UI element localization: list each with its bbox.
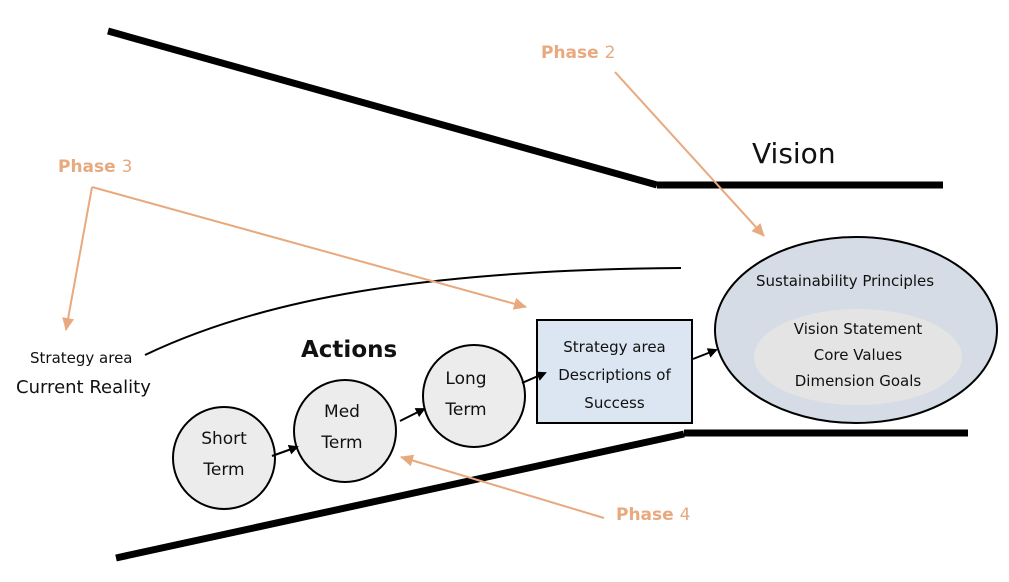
actions-title: Actions: [301, 337, 398, 363]
success-box-line2: Descriptions of: [558, 366, 671, 384]
vision-inner-ellipse: [754, 309, 962, 405]
arrow-med-to-long: [399, 408, 426, 422]
phase4-number: 4: [679, 505, 691, 525]
long-term-circle: [422, 344, 526, 448]
med-term-label: Med Term: [302, 397, 382, 459]
funnel-bottom-line: [115, 430, 685, 562]
med-term-circle: [293, 379, 397, 483]
phase3-number: 3: [121, 157, 133, 177]
short-term-line1: Short: [201, 429, 247, 449]
current-reality-label-line2: Current Reality: [16, 377, 151, 398]
success-box: [536, 319, 693, 424]
phase4-label: Phase 4: [616, 505, 690, 525]
long-term-line1: Long: [445, 369, 487, 389]
success-box-text: Strategy area Descriptions of Success: [537, 333, 692, 417]
vision-inner-text: Vision Statement Core Values Dimension G…: [758, 316, 958, 394]
current-reality-curve: [144, 267, 682, 356]
phase3-arrow-to-current: [62, 186, 93, 331]
arrow-short-to-med: [271, 445, 299, 457]
phase4-arrow: [400, 454, 605, 519]
phase3-label: Phase 3: [58, 157, 132, 177]
short-term-circle: [172, 406, 276, 510]
current-reality-label-line1: Strategy area: [30, 349, 133, 367]
vision-title: Vision: [752, 137, 836, 170]
core-values-label: Core Values: [813, 346, 903, 364]
success-box-line1: Strategy area: [563, 338, 666, 356]
sustainability-principles-label: Sustainability Principles: [756, 272, 935, 290]
arrow-box-to-vision: [692, 348, 718, 360]
short-term-line2: Term: [203, 460, 245, 480]
phase2-arrow: [614, 71, 765, 237]
arrow-long-to-box: [521, 371, 547, 384]
phase2-label: Phase 2: [541, 43, 615, 63]
phase3-arrow-to-success: [91, 186, 527, 310]
short-term-label: Short Term: [184, 424, 264, 486]
phase4-word: Phase: [616, 505, 674, 525]
med-term-line2: Term: [321, 433, 363, 453]
success-box-line3: Success: [584, 394, 645, 412]
vision-statement-label: Vision Statement: [793, 320, 923, 338]
phase2-number: 2: [604, 43, 616, 63]
phase3-word: Phase: [58, 157, 116, 177]
long-term-label: Long Term: [426, 364, 506, 426]
funnel-top-line: [107, 27, 658, 189]
phase2-word: Phase: [541, 43, 599, 63]
med-term-line1: Med: [324, 402, 360, 422]
dimension-goals-label: Dimension Goals: [794, 372, 922, 390]
long-term-line2: Term: [445, 400, 487, 420]
